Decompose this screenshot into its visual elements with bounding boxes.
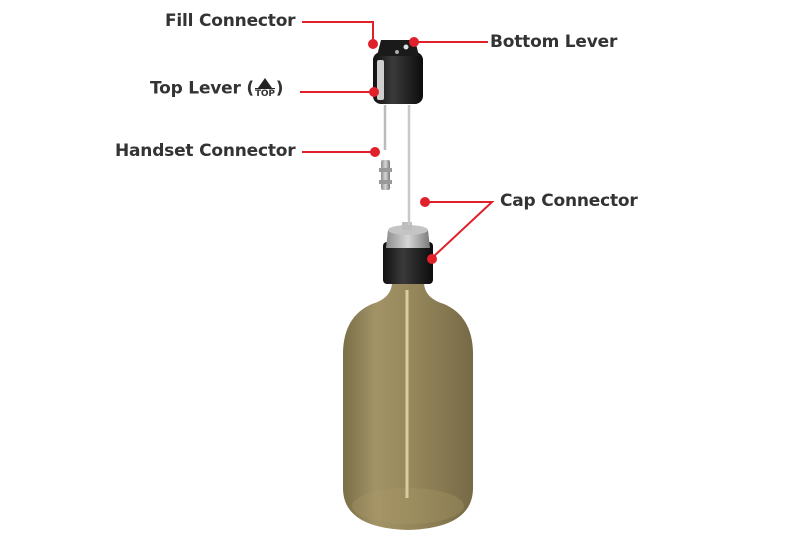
callout-dots	[368, 37, 437, 264]
label-handset-connector: Handset Connector	[115, 141, 296, 161]
bottle	[343, 282, 473, 530]
top-icon-text: TOP	[254, 88, 275, 99]
handset-connector	[379, 160, 392, 190]
top-lever-text: Top Lever	[150, 78, 241, 99]
top-lever-close-paren: )	[275, 78, 284, 99]
label-cap-connector: Cap Connector	[500, 191, 638, 211]
top-lever-open-paren: (	[246, 78, 254, 99]
label-top-lever: Top Lever (TOP)	[150, 78, 284, 99]
top-arrow-icon: TOP	[254, 78, 275, 99]
fill-adapter	[373, 40, 423, 104]
label-bottom-lever: Bottom Lever	[490, 32, 618, 52]
cap	[383, 222, 433, 284]
label-fill-connector: Fill Connector	[165, 11, 296, 31]
callout-lines	[300, 21, 495, 259]
tubes	[383, 105, 411, 225]
